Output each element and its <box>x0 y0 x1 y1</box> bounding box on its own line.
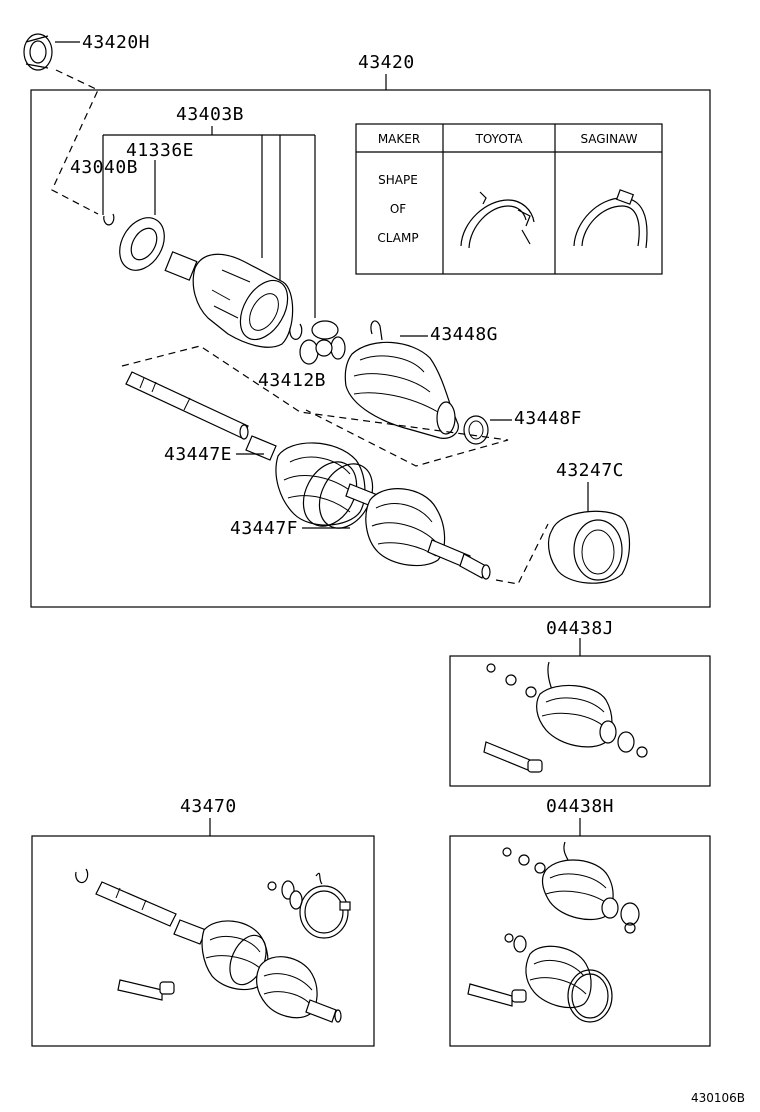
saginaw-clamp-icon <box>573 189 648 249</box>
outboard-joint-housing-part <box>164 251 294 348</box>
boot-kit-04438j-parts <box>483 661 648 773</box>
clamp-shape-table: MAKER TOYOTA SAGINAW SHAPE OF CLAMP <box>355 123 663 275</box>
label-43420: 43420 <box>358 52 415 73</box>
seal-43420h-part <box>23 33 53 71</box>
table-row-label-clamp: CLAMP <box>377 231 418 245</box>
clamp-43448f-part <box>463 415 489 445</box>
snap-ring-43412b-part <box>289 323 303 340</box>
assembly-43470-frame <box>31 835 375 1047</box>
assembly-43420-frame <box>30 89 711 608</box>
dust-seal-41336e-part <box>119 217 165 271</box>
figure-number: 430106B <box>691 1091 745 1105</box>
table-header-toyota: TOYOTA <box>475 132 524 146</box>
label-43040b: 43040B <box>70 157 138 178</box>
label-43247c: 43247C <box>556 460 624 481</box>
table-header-saginaw: SAGINAW <box>580 132 637 146</box>
label-04438h: 04438H <box>546 796 614 817</box>
axle-shaft-assembly-part <box>245 435 491 580</box>
boot-43448g-part <box>344 320 459 439</box>
table-header-maker: MAKER <box>378 132 420 146</box>
label-43403b: 43403B <box>176 104 244 125</box>
label-41336e: 41336E <box>126 140 194 161</box>
table-row-label-shape: SHAPE <box>378 173 418 187</box>
toyota-clamp-icon <box>460 191 535 249</box>
label-43447e: 43447E <box>164 444 232 465</box>
tripod-joint-part <box>299 320 346 365</box>
dust-seal-43247c-part <box>547 510 631 584</box>
assembly-43470-parts <box>75 868 351 1023</box>
label-43470: 43470 <box>180 796 237 817</box>
label-43448f: 43448F <box>514 408 582 429</box>
label-43412b: 43412B <box>258 370 326 391</box>
table-row-label-of: OF <box>390 202 406 216</box>
label-43447f: 43447F <box>230 518 298 539</box>
label-04438j: 04438J <box>546 618 614 639</box>
boot-kit-04438h-parts <box>467 841 640 1023</box>
snap-ring-43040b-part <box>103 213 115 226</box>
label-43420h: 43420H <box>82 32 150 53</box>
label-43448g: 43448G <box>430 324 498 345</box>
inboard-shaft-part <box>125 371 249 440</box>
